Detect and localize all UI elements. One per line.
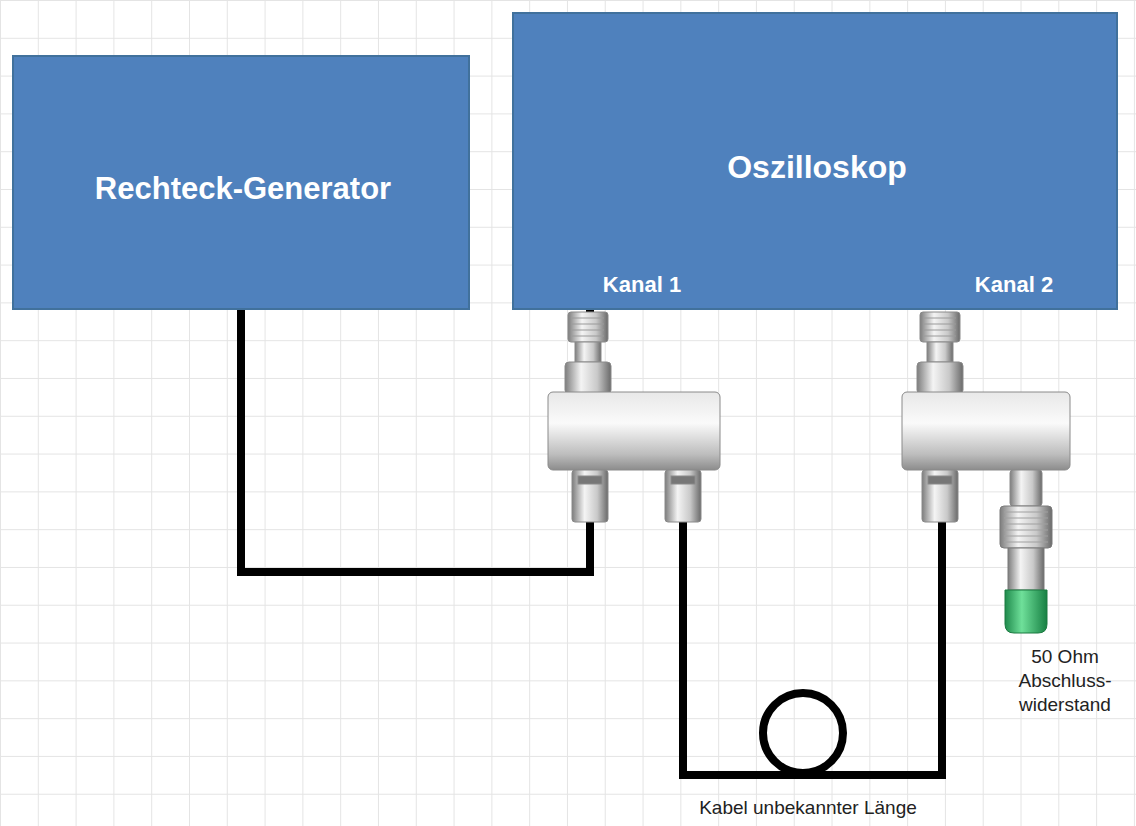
cable	[683, 515, 942, 775]
cable-loop	[763, 693, 843, 773]
bnc-t-adapter	[902, 312, 1070, 522]
device-title: Rechteck-Generator	[95, 171, 391, 207]
signal-cable	[241, 310, 590, 572]
device-box: Rechteck-Generator	[12, 55, 470, 310]
channel-label: Kanal 2	[975, 272, 1053, 298]
terminator-label: 50 Ohm Abschluss- widerstand	[1009, 645, 1121, 716]
channel-label: Kanal 1	[603, 272, 681, 298]
cable-label: Kabel unbekannter Länge	[658, 796, 958, 820]
device-title: Oszilloskop	[727, 149, 907, 186]
bnc-t-adapter	[548, 312, 720, 522]
terminator-plug	[1000, 506, 1052, 633]
device-box: OszilloskopKanal 1 Kanal 2	[512, 12, 1118, 310]
cable-line	[683, 515, 942, 775]
